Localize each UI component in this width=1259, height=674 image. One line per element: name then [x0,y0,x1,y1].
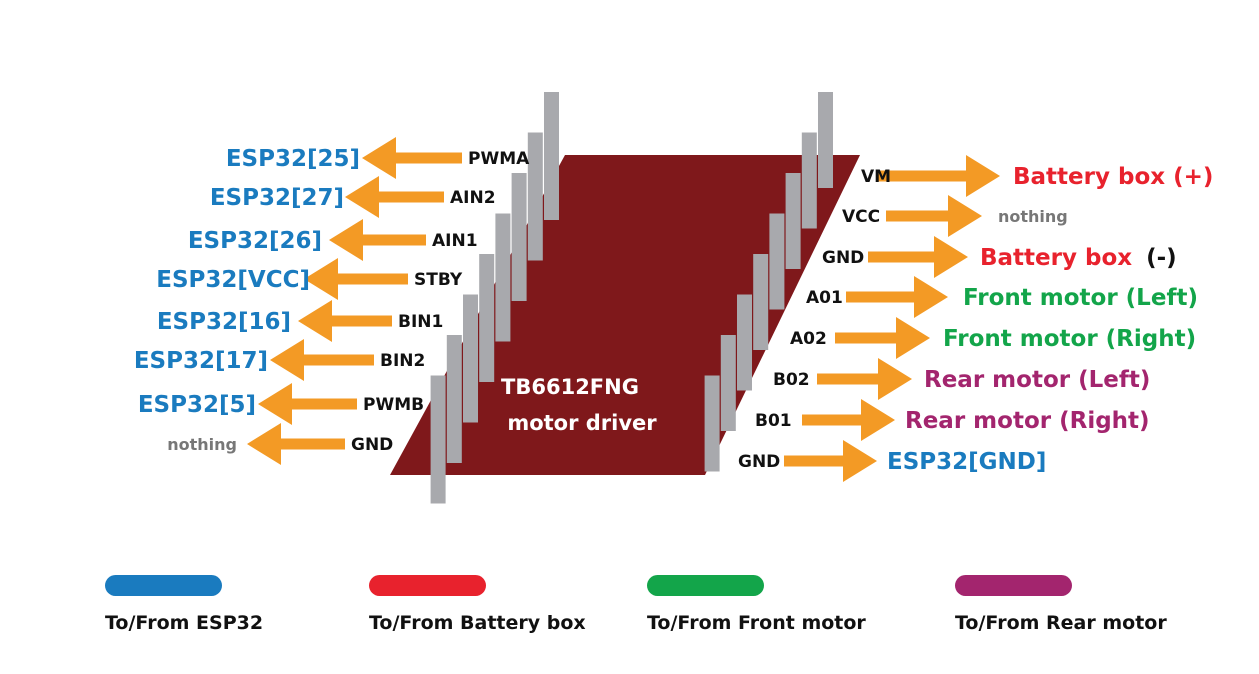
left-arrow [362,137,462,179]
right-pin-bar [769,213,785,310]
left-pin-bar [527,132,543,261]
left-target-label: nothing [167,435,237,454]
left-target-label: ESP32[16] [157,309,291,335]
right-pin-label: GND [738,452,780,472]
right-target-label: Battery box (+) [1013,164,1213,190]
right-pin-label: B02 [773,370,810,390]
left-connections: PWMA ESP32[25] AIN2 ESP32[27] AIN1 ESP32[26] S… [134,137,530,465]
left-pin-label: STBY [414,270,463,290]
legend-label: To/From Front motor [647,612,866,634]
right-arrow [835,317,930,359]
legend-label: To/From Battery box [369,612,586,634]
right-target-label: nothing [998,207,1068,226]
right-pin-bar [737,294,752,391]
chip-body [390,155,860,475]
chip-title: TB6612FNG [501,375,639,399]
left-pin-label: GND [351,435,393,455]
left-target-label: ESP32[26] [188,228,322,254]
legend-swatch [105,575,222,596]
right-pin-label: B01 [755,411,792,431]
right-pin-bar [785,173,801,269]
left-arrow [258,383,357,425]
left-pin-label: PWMB [363,395,424,415]
left-arrow [298,300,392,342]
left-pin-bar [446,335,462,463]
legend-label: To/From Rear motor [955,612,1167,634]
right-arrow [784,440,877,482]
left-target-label: ESP32[25] [226,146,360,172]
right-arrow [868,236,968,278]
right-target-label: Rear motor (Right) [905,408,1150,434]
left-pin-bar [479,254,495,382]
legend-swatch [955,575,1072,596]
right-arrow [817,358,912,400]
legend-swatch [369,575,486,596]
right-pin-bar [704,375,720,472]
left-pin-label: BIN1 [398,312,443,332]
right-arrow [876,155,1000,197]
left-target-label: ESP32[27] [210,185,344,211]
left-target-label: ESP32[5] [138,392,256,418]
right-pin-label: A02 [790,329,827,349]
right-pin-bar [753,254,769,350]
right-target-label: Rear motor (Left) [924,367,1150,393]
left-arrow [345,176,444,218]
legend: To/From ESP32 To/From Battery box To/From … [105,575,1167,634]
chip-subtitle: motor driver [507,411,657,435]
right-target-label: Front motor (Left) [963,285,1198,311]
left-arrow [304,258,408,300]
right-arrow [886,195,982,237]
right-pin-label: VCC [842,207,880,227]
left-pin-label: AIN1 [432,231,478,251]
right-target-label: Battery box(-) [980,245,1177,271]
right-target-label: Front motor (Right) [943,326,1196,352]
left-pin-label: BIN2 [380,351,425,371]
right-pin-bar [818,92,833,188]
right-arrow [846,276,948,318]
left-pin-bar [511,173,527,301]
left-pin-bar [544,92,559,220]
left-target-label: ESP32[VCC] [156,267,310,293]
right-pin-bar [801,132,817,229]
left-pin-bars [430,92,559,504]
right-target-label: ESP32[GND] [887,449,1046,475]
left-pin-label: PWMA [468,149,530,169]
right-arrow [802,399,895,441]
left-arrow [329,219,426,261]
left-pin-bar [430,375,446,504]
left-arrow [247,423,345,465]
left-arrow [270,339,374,381]
right-pin-bar [720,335,736,431]
right-pin-label: GND [822,248,864,268]
right-pin-bars [704,92,833,472]
right-pin-label: A01 [806,288,843,308]
left-pin-bar [495,213,511,342]
left-target-label: ESP32[17] [134,348,268,374]
legend-label: To/From ESP32 [105,612,263,634]
left-pin-label: AIN2 [450,188,496,208]
legend-swatch [647,575,764,596]
right-pin-label: VM [861,167,891,187]
left-pin-bar [463,294,478,423]
